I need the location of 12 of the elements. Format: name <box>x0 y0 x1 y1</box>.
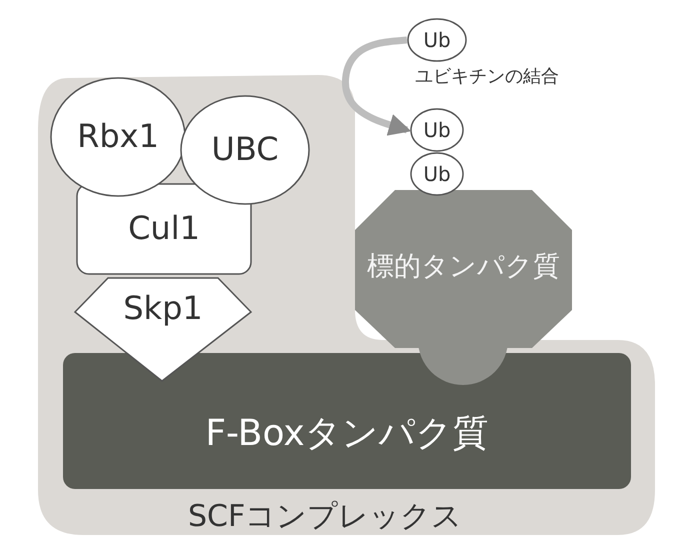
node-label: UBC <box>211 132 279 168</box>
edge-label: ユビキチンの結合 <box>415 64 559 88</box>
node-label: Skp1 <box>123 291 203 326</box>
arrow <box>342 36 412 136</box>
node-label: F-Boxタンパク質 <box>205 414 489 454</box>
node-label: 標的タンパク質 <box>367 252 560 282</box>
node-label: SCFコンプレックス <box>188 500 462 533</box>
node-label: Ub <box>423 29 451 51</box>
node-label: Cul1 <box>128 211 200 247</box>
node-label: Rbx1 <box>77 119 159 155</box>
node-label: Ub <box>423 119 451 141</box>
node-label: Ub <box>423 163 451 185</box>
